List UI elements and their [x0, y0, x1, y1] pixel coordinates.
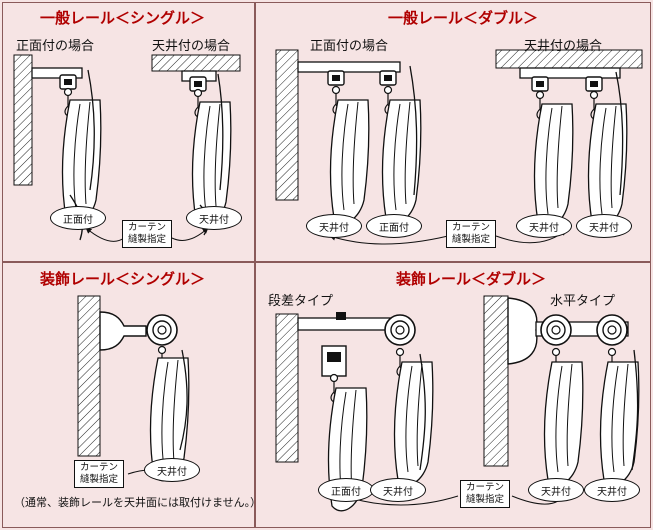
- sew-line-1: カーテン: [451, 222, 490, 233]
- general-double-title: 一般レール＜ダブル＞: [388, 9, 539, 27]
- decor-double-oval-4: 天井付: [584, 478, 640, 502]
- general-double-oval-4: 天井付: [576, 214, 632, 238]
- decor-single-note: （通常、装飾レールを天井面には取付けません。）: [14, 496, 262, 509]
- general-double-oval-2: 正面付: [366, 214, 422, 238]
- decor-double-step-label: 段差タイプ: [268, 294, 334, 309]
- decor-double-oval-2: 天井付: [370, 478, 426, 502]
- general-single-title: 一般レール＜シングル＞: [40, 9, 206, 27]
- panel-general-single: [2, 2, 255, 262]
- general-single-front-label: 正面付の場合: [16, 39, 95, 54]
- sew-line-1: カーテン: [79, 462, 118, 473]
- decor-single-sew-box: カーテン 縫製指定: [74, 460, 124, 488]
- general-single-sew-box: カーテン 縫製指定: [122, 220, 172, 248]
- sew-line-2: 縫製指定: [79, 474, 118, 485]
- decor-double-sew-box: カーテン 縫製指定: [460, 480, 510, 508]
- decor-double-oval-1: 正面付: [318, 478, 374, 502]
- panel-decor-single: [2, 262, 255, 528]
- decor-double-horizontal-label: 水平タイプ: [550, 294, 616, 309]
- general-double-oval-3: 天井付: [516, 214, 572, 238]
- decor-single-title: 装飾レール＜シングル＞: [40, 270, 206, 288]
- general-double-oval-1: 天井付: [306, 214, 362, 238]
- decor-double-title: 装飾レール＜ダブル＞: [396, 270, 547, 288]
- panel-general-double: [255, 2, 651, 262]
- general-double-ceiling-label: 天井付の場合: [524, 39, 603, 54]
- general-single-front-oval: 正面付: [50, 206, 106, 230]
- general-single-ceiling-label: 天井付の場合: [152, 39, 231, 54]
- sew-line-2: 縫製指定: [465, 494, 504, 505]
- sew-line-2: 縫製指定: [451, 234, 490, 245]
- panel-decor-double: [255, 262, 651, 528]
- decor-double-oval-3: 天井付: [528, 478, 584, 502]
- general-double-sew-box: カーテン 縫製指定: [446, 220, 496, 248]
- decor-single-ceiling-oval: 天井付: [144, 458, 200, 482]
- sew-line-1: カーテン: [465, 482, 504, 493]
- sew-line-2: 縫製指定: [127, 234, 166, 245]
- general-single-ceiling-oval: 天井付: [186, 206, 242, 230]
- sew-line-1: カーテン: [127, 222, 166, 233]
- general-double-front-label: 正面付の場合: [310, 39, 389, 54]
